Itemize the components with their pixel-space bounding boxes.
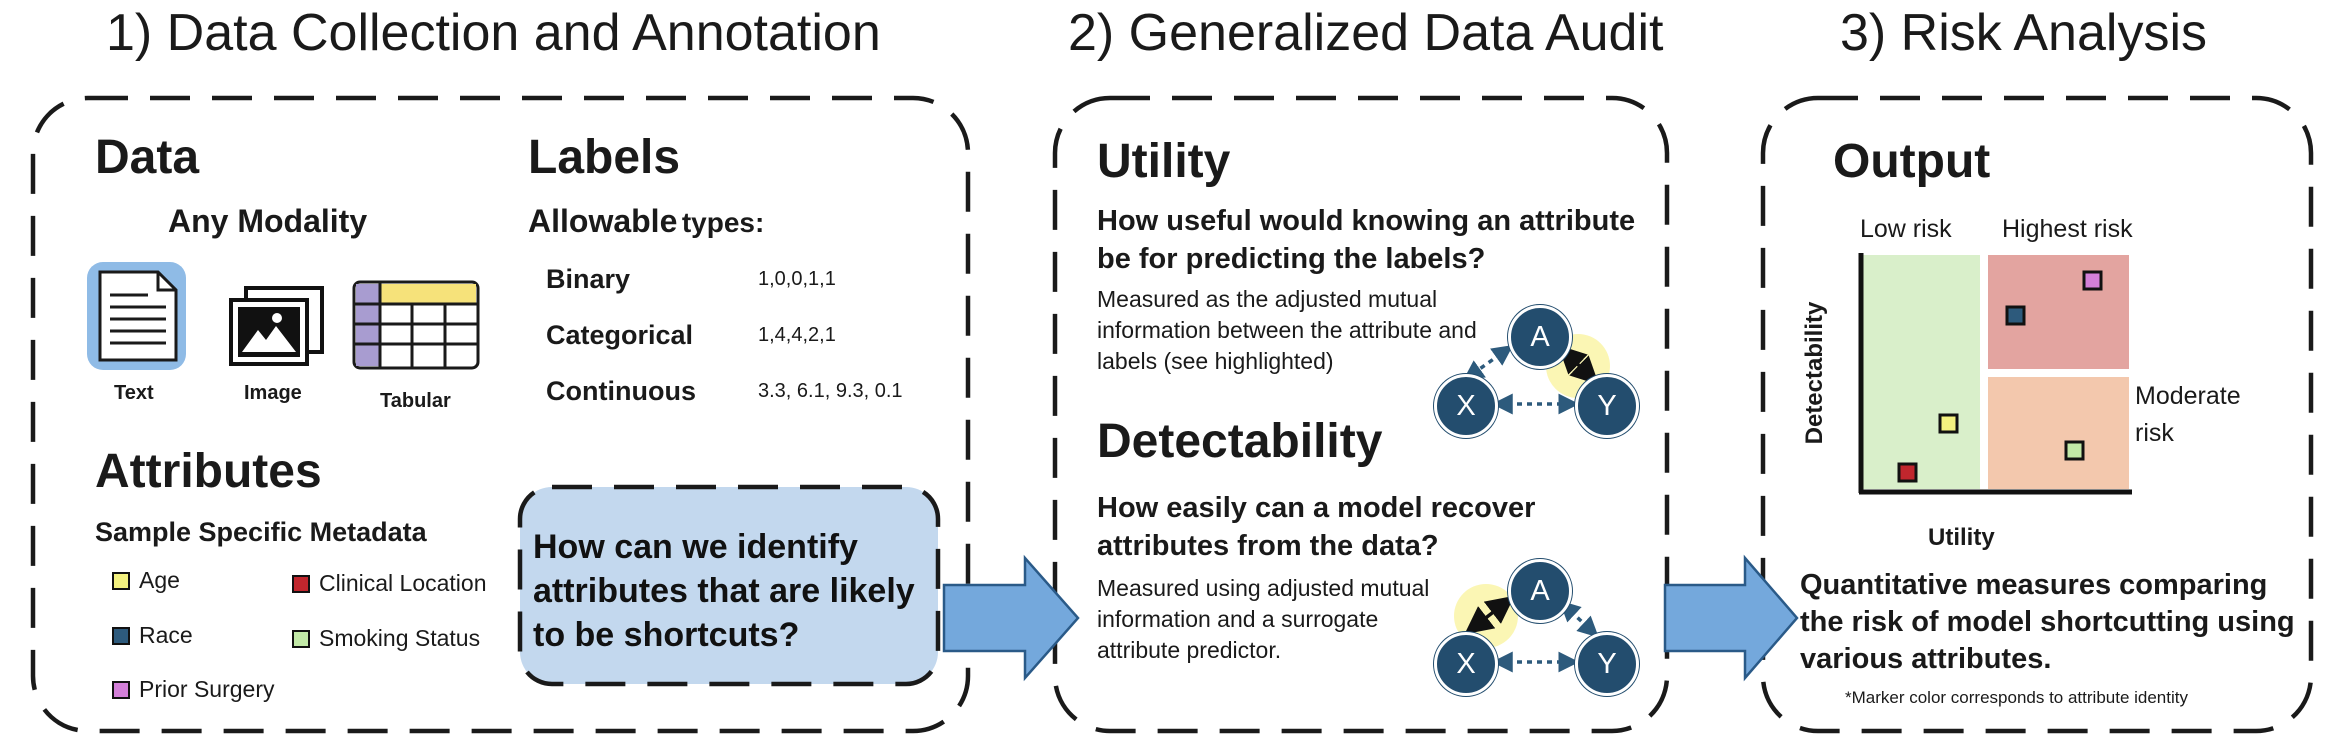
utility-heading: Utility bbox=[1097, 135, 1231, 188]
detect-node-y: Y bbox=[1575, 632, 1639, 696]
utility-question: How useful would knowing an attribute be… bbox=[1097, 205, 1636, 275]
tabular-icon-label: Tabular bbox=[380, 390, 451, 412]
x-axis-label: Utility bbox=[1928, 524, 1995, 551]
allowable-word: Allowable bbox=[528, 203, 678, 239]
edge-a-x bbox=[1462, 344, 1514, 382]
marker-race bbox=[2005, 305, 2026, 326]
panel-2-border bbox=[1052, 95, 1670, 734]
edge-a-x-highlighted bbox=[1464, 595, 1515, 635]
low-risk-zone bbox=[1860, 255, 1980, 489]
label-example-binary: 1,0,0,1,1 bbox=[758, 268, 836, 290]
data-modality-subheading: Any Modality bbox=[168, 203, 368, 239]
edge-a-y bbox=[1559, 600, 1599, 638]
label-type-binary: Binary bbox=[546, 264, 631, 294]
moderate-risk-zone bbox=[1988, 377, 2129, 489]
output-summary: Quantitative measures comparing the risk… bbox=[1800, 569, 2295, 675]
marker-age bbox=[1938, 413, 1959, 434]
output-footnote: *Marker color corresponds to attribute i… bbox=[1845, 688, 2188, 707]
marker-prior-surgery bbox=[2082, 270, 2103, 291]
attr-clinical-location: Clinical Location bbox=[319, 570, 487, 596]
label-example-categorical: 1,4,4,2,1 bbox=[758, 324, 836, 346]
utility-node-y: Y bbox=[1575, 374, 1639, 438]
low-risk-label: Low risk bbox=[1860, 215, 1952, 243]
utility-node-x: X bbox=[1434, 374, 1498, 438]
section-2-title: 2) Generalized Data Audit bbox=[1068, 4, 1664, 62]
edge-a-y-highlighted bbox=[1557, 345, 1600, 385]
moderate-risk-label: Moderate risk bbox=[2135, 382, 2241, 447]
panel-1-border bbox=[30, 95, 971, 734]
attributes-subheading: Sample Specific Metadata bbox=[95, 517, 427, 547]
detectability-description: Measured using adjusted mutual informati… bbox=[1097, 575, 1430, 663]
flow-arrow-1 bbox=[942, 554, 1080, 682]
data-heading: Data bbox=[95, 131, 200, 184]
detectability-heading: Detectability bbox=[1097, 415, 1383, 468]
marker-clinical-location bbox=[1897, 462, 1918, 483]
attr-race: Race bbox=[139, 622, 193, 648]
attr-smoking-status: Smoking Status bbox=[319, 625, 481, 651]
detectability-question: How easily can a model recover attribute… bbox=[1097, 492, 1536, 562]
label-type-categorical: Categorical bbox=[546, 320, 694, 350]
prior-surgery-swatch bbox=[112, 681, 130, 699]
y-axis-text: Detectability bbox=[1801, 301, 1828, 445]
attributes-heading: Attributes bbox=[95, 445, 322, 498]
age-swatch bbox=[112, 572, 130, 590]
image-stack-icon bbox=[229, 286, 324, 366]
label-type-continuous: Continuous bbox=[546, 376, 696, 406]
callout-question: How can we identify attributes that are … bbox=[533, 528, 915, 654]
attr-prior-surgery: Prior Surgery bbox=[139, 676, 275, 702]
utility-node-a: A bbox=[1508, 305, 1572, 369]
panel-3-border bbox=[1760, 95, 2314, 734]
tabular-icon bbox=[352, 280, 480, 370]
output-heading: Output bbox=[1833, 135, 1991, 188]
attr-age: Age bbox=[139, 567, 180, 593]
text-icon-label: Text bbox=[114, 382, 154, 404]
flow-arrow-2 bbox=[1663, 554, 1799, 682]
text-document-icon bbox=[87, 262, 186, 370]
detect-node-a: A bbox=[1508, 559, 1572, 623]
callout-box-border bbox=[517, 484, 941, 687]
clinical-location-swatch bbox=[292, 575, 310, 593]
marker-smoking-status bbox=[2064, 440, 2085, 461]
race-swatch bbox=[112, 627, 130, 645]
types-word: types: bbox=[681, 207, 765, 238]
label-example-continuous: 3.3, 6.1, 9.3, 0.1 bbox=[758, 380, 903, 402]
labels-heading: Labels bbox=[528, 131, 681, 184]
section-3-title: 3) Risk Analysis bbox=[1840, 4, 2207, 62]
image-icon-label: Image bbox=[244, 382, 302, 404]
smoking-status-swatch bbox=[292, 630, 310, 648]
allowable-types-line: Allowable types: bbox=[528, 203, 764, 240]
section-1-title: 1) Data Collection and Annotation bbox=[106, 4, 881, 62]
detect-node-x: X bbox=[1434, 632, 1498, 696]
callout-box bbox=[520, 487, 938, 684]
utility-description: Measured as the adjusted mutual informat… bbox=[1097, 286, 1477, 374]
highest-risk-label: Highest risk bbox=[2002, 215, 2133, 243]
risk-quadrant bbox=[1858, 253, 2132, 495]
